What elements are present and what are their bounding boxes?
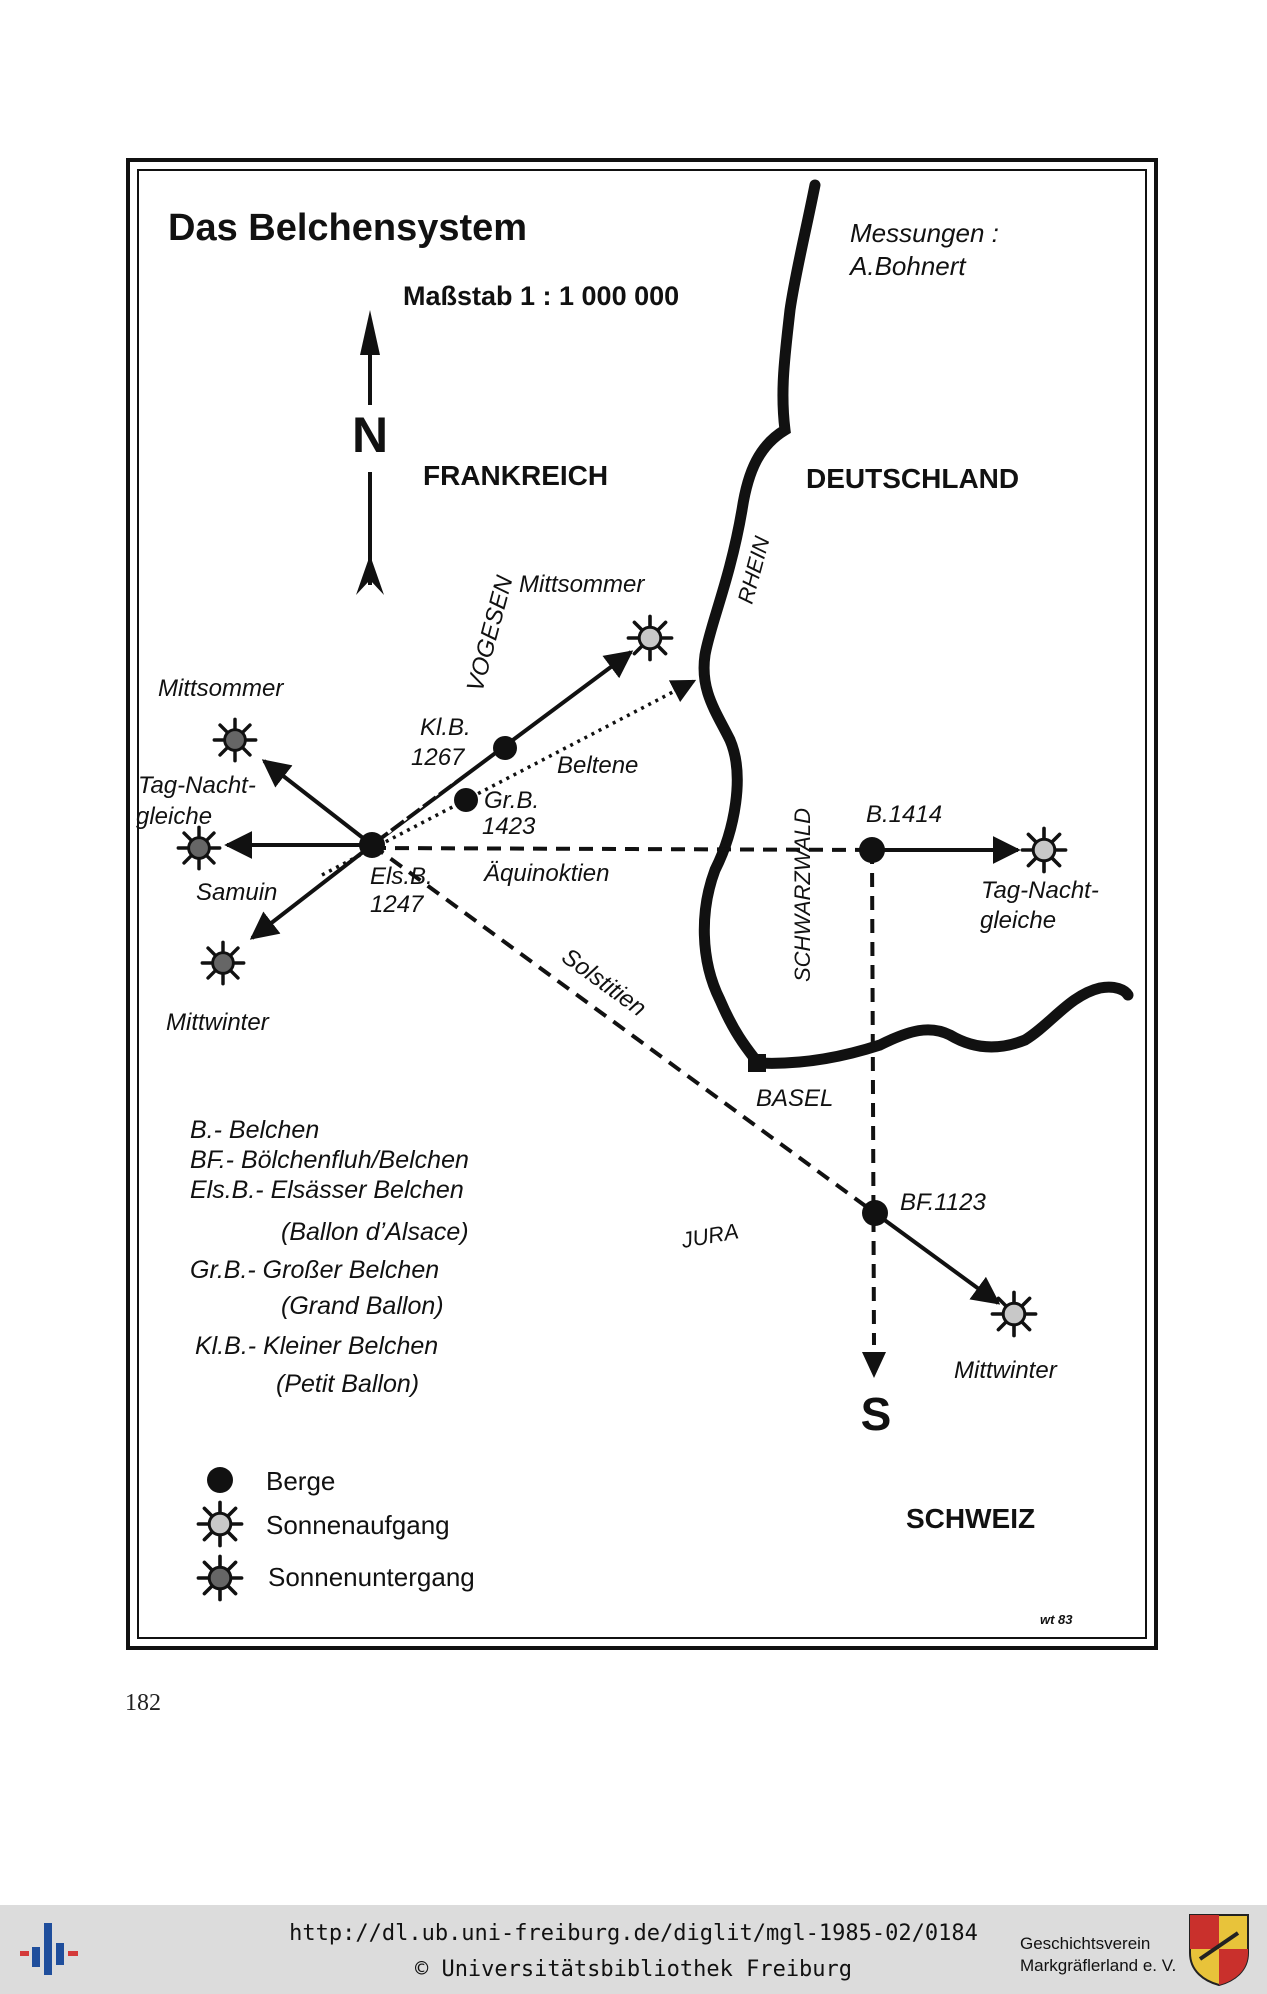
region-vosges: VOGESEN xyxy=(462,572,519,694)
peak-bf-icon xyxy=(862,1200,888,1226)
sun-sunrise-mittwinter-icon xyxy=(990,1290,1038,1338)
sun-sunrise-tagnacht-icon xyxy=(1020,826,1068,874)
footer-url-link[interactable]: http://dl.ub.uni-freiburg.de/diglit/mgl-… xyxy=(289,1921,978,1946)
label-mittwinter-west: Mittwinter xyxy=(166,1009,270,1036)
region-blackforest: SCHWARZWALD xyxy=(790,808,815,982)
peak-klb-name: Kl.B. xyxy=(420,714,471,741)
river-rhine-high xyxy=(752,981,1134,1069)
abbr-line: Gr.B.- Großer Belchen xyxy=(190,1256,439,1284)
legend-sunset: Sonnenuntergang xyxy=(268,1562,475,1592)
region-jura: JURA xyxy=(679,1218,741,1253)
abbr-line: B.- Belchen xyxy=(190,1116,319,1144)
inner-frame xyxy=(137,169,1147,1639)
label-tagnacht-west-1: Tag-Nacht- xyxy=(138,772,256,799)
label-tagnacht-east-1: Tag-Nacht- xyxy=(981,877,1099,904)
legend-mountain-icon xyxy=(207,1467,233,1493)
label-samuin: Samuin xyxy=(196,879,277,906)
south-arrow-icon xyxy=(862,1352,886,1378)
peak-grb-icon xyxy=(454,788,478,812)
sun-sunset-mittwinter-icon xyxy=(200,940,246,986)
artist-signature: wt 83 xyxy=(1040,1612,1073,1627)
page-number: 182 xyxy=(125,1690,161,1716)
abbr-line: Els.B.- Elsässer Belchen xyxy=(190,1176,464,1204)
abbr-line: (Grand Ballon) xyxy=(281,1292,444,1320)
peak-bf-label: BF.1123 xyxy=(900,1189,987,1216)
sun-sunset-mittsommer-icon xyxy=(212,717,258,763)
footer-copyright: © Universitätsbibliothek Freiburg xyxy=(414,1957,853,1982)
peak-klb-height: 1267 xyxy=(411,744,466,771)
line-south xyxy=(870,849,876,1346)
line-aequinoktien xyxy=(371,846,873,852)
abbr-line: BF.- Bölchenfluh/Belchen xyxy=(190,1146,469,1174)
peak-elsb-name: Els.B. xyxy=(370,863,433,890)
line-mittsommer-sunset xyxy=(261,759,374,847)
country-germany: DEUTSCHLAND xyxy=(806,463,1019,494)
abbreviation-key: B.- Belchen BF.- Bölchenfluh/Belchen Els… xyxy=(190,1116,469,1398)
abbr-line: (Ballon d’Alsace) xyxy=(281,1218,469,1246)
society-name: Geschichtsverein Markgräflerland e. V. xyxy=(1020,1933,1176,1977)
map-title: Das Belchensystem xyxy=(168,207,527,249)
label-mittsommer-east: Mittsommer xyxy=(519,571,645,598)
basel-marker-icon xyxy=(748,1054,766,1072)
credit-line-2: A.Bohnert xyxy=(848,251,967,281)
peak-b-label: B.1414 xyxy=(866,801,942,828)
north-label: N xyxy=(352,407,388,463)
peak-elsb-icon xyxy=(359,832,385,858)
society-coat-of-arms-icon xyxy=(1189,1914,1249,1987)
north-arrow-icon xyxy=(356,310,384,595)
label-mittwinter-east: Mittwinter xyxy=(954,1357,1058,1384)
line-mittwinter-sunset xyxy=(249,843,374,940)
line-mittwinter-sunrise xyxy=(873,1211,1001,1305)
society-line: Geschichtsverein xyxy=(1020,1934,1151,1953)
abbr-line: Kl.B.- Kleiner Belchen xyxy=(195,1332,438,1360)
outer-frame xyxy=(126,158,1158,1650)
city-basel: BASEL xyxy=(756,1085,833,1112)
society-line: Markgräflerland e. V. xyxy=(1020,1956,1177,1975)
footer-bar: http://dl.ub.uni-freiburg.de/diglit/mgl-… xyxy=(0,1905,1267,1994)
peak-klb-icon xyxy=(493,736,517,760)
peak-grb-height: 1423 xyxy=(482,813,536,840)
legend-mountains: Berge xyxy=(266,1466,335,1496)
sun-sunrise-mittsommer-icon xyxy=(626,614,674,662)
label-beltene: Beltene xyxy=(557,752,638,779)
south-label: S xyxy=(861,1388,892,1440)
country-switzerland: SCHWEIZ xyxy=(906,1503,1035,1534)
river-rhine-upper xyxy=(698,179,821,1069)
legend-sunrise-icon xyxy=(196,1500,244,1548)
label-aequinoktien: Äquinoktien xyxy=(483,860,609,887)
label-tagnacht-east-2: gleiche xyxy=(980,907,1056,934)
peak-grb-name: Gr.B. xyxy=(484,787,539,814)
line-solstitien xyxy=(370,843,877,1215)
legend-sunset-icon xyxy=(196,1554,244,1602)
label-solstitien: Solstitien xyxy=(556,943,651,1022)
peak-elsb-height: 1247 xyxy=(370,891,425,918)
country-france: FRANKREICH xyxy=(423,460,608,491)
credit-line-1: Messungen : xyxy=(850,218,999,248)
sun-sunset-tagnacht-icon xyxy=(176,825,222,871)
legend-sunrise: Sonnenaufgang xyxy=(266,1510,450,1540)
map-scale: Maßstab 1 : 1 000 000 xyxy=(403,281,679,311)
ub-freiburg-logo-icon xyxy=(20,1923,78,1975)
label-mittsommer-west: Mittsommer xyxy=(158,675,284,702)
abbr-line: (Petit Ballon) xyxy=(276,1370,419,1398)
peak-b-icon xyxy=(859,837,885,863)
symbol-legend: Berge Sonnenaufgang Sonnenuntergang xyxy=(196,1466,475,1602)
line-beltene xyxy=(321,679,697,877)
label-tagnacht-west-2: gleiche xyxy=(136,803,212,830)
